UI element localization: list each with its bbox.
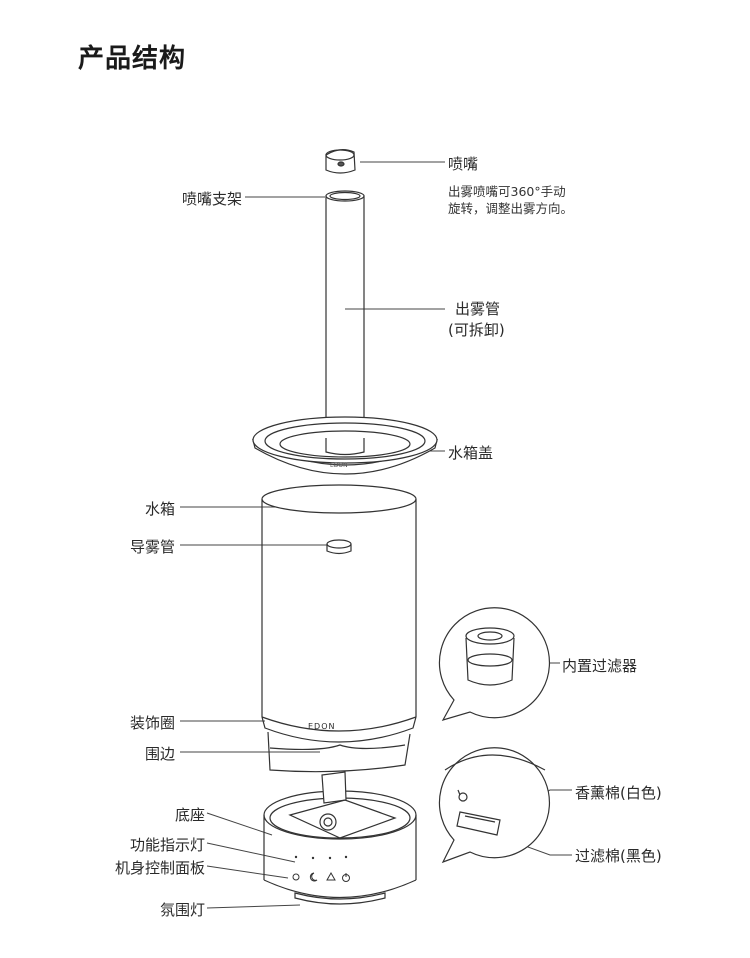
mist-guide-label: 导雾管 (129, 538, 175, 556)
pad-callout-bubble (438, 747, 551, 864)
base-label: 底座 (174, 806, 205, 824)
filter-callout-bubble (438, 607, 551, 721)
control-panel-label: 机身控制面板 (114, 859, 205, 877)
mist-mode-icon (292, 873, 300, 881)
mist-tube-label: 出雾管 (455, 300, 501, 318)
filter-label: 内置过滤器 (562, 657, 638, 675)
nozzle-description-line1: 出雾喷嘴可360°手动 (448, 184, 566, 199)
aroma-pad-label: 香薰棉(白色) (575, 784, 662, 802)
tank-lid-drawing: EDON (252, 416, 438, 475)
trim-ring-label: 装饰圈 (129, 714, 175, 732)
moon-icon (309, 872, 318, 882)
tank-label: 水箱 (144, 500, 175, 518)
nozzle-drawing (325, 149, 356, 174)
page-title: 产品结构 (78, 44, 187, 74)
mist-tube-note: (可拆卸) (448, 321, 505, 339)
power-icon (342, 873, 350, 882)
leader-lines (180, 161, 572, 909)
indicator-dots (294, 855, 348, 860)
water-drop-icon (326, 871, 336, 881)
filter-pad-label: 过滤棉(黑色) (575, 847, 662, 865)
nozzle-label: 喷嘴 (448, 155, 479, 173)
nozzle-description-line2: 旋转，调整出雾方向。 (448, 201, 574, 216)
svg-text:EDON: EDON (330, 462, 348, 469)
mist-tube-drawing (325, 190, 365, 438)
nozzle-bracket-label: 喷嘴支架 (181, 190, 242, 208)
surround-label: 围边 (144, 745, 175, 763)
ambient-light-label: 氛围灯 (159, 901, 205, 919)
brand-logo: EDON (308, 722, 336, 731)
water-tank-drawing (261, 484, 417, 773)
base-drawing (263, 771, 417, 905)
tank-lid-label: 水箱盖 (448, 444, 494, 462)
indicator-label: 功能指示灯 (129, 836, 205, 854)
